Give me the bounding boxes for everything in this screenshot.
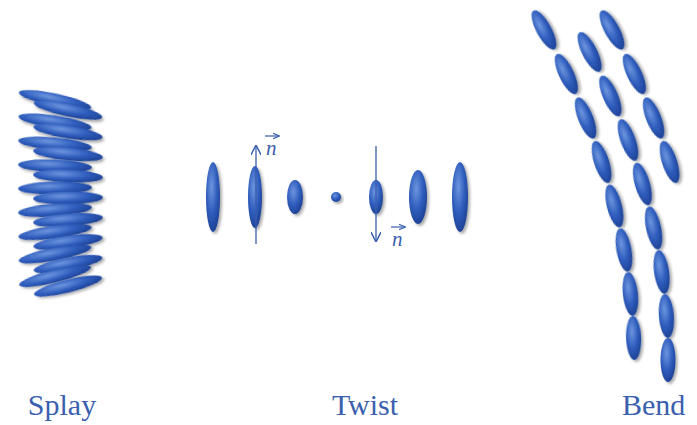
- director-symbol: n: [266, 138, 277, 159]
- vector-arrow: [265, 135, 279, 136]
- molecule-rod: [588, 139, 616, 185]
- molecule-rod: [595, 73, 626, 119]
- molecule-rod: [656, 139, 684, 185]
- molecule-rod: [629, 161, 656, 207]
- caption-label: Bend: [622, 390, 685, 420]
- molecule-rod: [657, 294, 675, 339]
- director-symbol: n: [392, 229, 403, 250]
- molecule-rod: [527, 7, 561, 53]
- director-axis: [255, 146, 256, 244]
- molecule-rod: [661, 338, 676, 382]
- molecule-rod: [651, 249, 672, 295]
- molecule-rod: [595, 7, 629, 53]
- caption-label: Splay: [28, 390, 96, 420]
- molecule-rod: [33, 168, 103, 184]
- molecule-rod: [452, 162, 468, 232]
- molecule-rod: [602, 183, 627, 229]
- molecule-rod: [642, 205, 666, 251]
- molecule-rod: [621, 271, 641, 316]
- molecule-rod: [409, 170, 427, 224]
- director-axis: [375, 146, 376, 241]
- molecule-rod: [248, 166, 262, 228]
- vector-arrow: [391, 226, 405, 227]
- molecule-rod: [638, 95, 668, 141]
- molecule-rod: [331, 192, 341, 202]
- molecule-rod: [206, 162, 220, 232]
- molecule-rod: [618, 51, 650, 97]
- molecule-rod: [570, 95, 600, 141]
- molecule-rod: [613, 227, 636, 273]
- caption-label: Twist: [332, 390, 398, 420]
- molecule-rod: [573, 29, 606, 75]
- molecule-rod: [625, 316, 642, 361]
- molecule-rod: [550, 51, 582, 97]
- molecule-rod: [287, 180, 303, 214]
- molecule-rod: [32, 271, 103, 301]
- molecule-rod: [613, 117, 642, 163]
